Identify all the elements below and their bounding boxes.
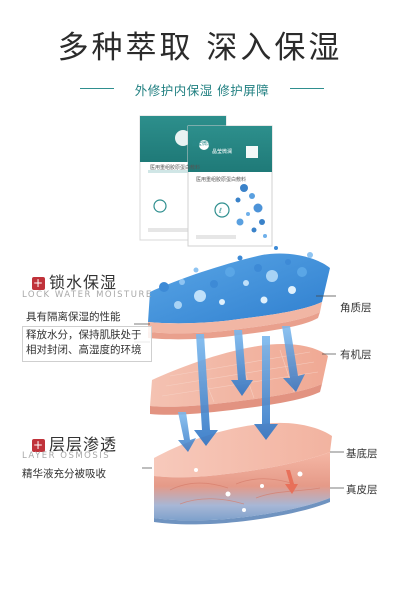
section-osmosis-title-text: 层层渗透 xyxy=(49,435,118,454)
section-lock-subtitle: LOCK WATER MOISTURE xyxy=(22,290,153,300)
note-isolation: 具有隔离保湿的性能 xyxy=(26,311,121,323)
skin-block xyxy=(154,422,332,525)
tagline: 外修护内保湿 修护屏障 xyxy=(134,83,270,98)
section-lock-title-text: 锁水保湿 xyxy=(49,273,118,292)
tagline-rule-right xyxy=(290,88,324,89)
penetration-arrows xyxy=(178,326,305,494)
red-cross-icon: + xyxy=(32,276,45,290)
section-osmosis-subtitle: LAYER OSMOSIS xyxy=(22,451,111,461)
note-moisture-line-2: 相对封闭、高湿度的环境 xyxy=(26,344,142,356)
label-organic-layer: 有机层 xyxy=(340,349,372,361)
label-basal-layer: 基底层 xyxy=(346,448,378,460)
note-moisture-line-1: 释放水分，保持肌肤处于 xyxy=(26,329,142,341)
tagline-row: 外修护内保湿 修护屏障 xyxy=(0,80,400,98)
red-cross-icon: + xyxy=(32,438,45,452)
note-box-moisture xyxy=(22,326,152,362)
label-stratum-corneum: 角质层 xyxy=(340,302,372,314)
page-headline: 多种萃取 深入保湿 xyxy=(57,30,343,66)
note-absorption: 精华液充分被吸收 xyxy=(22,468,106,480)
label-dermis: 真皮层 xyxy=(346,484,378,496)
stratum-corneum-layer xyxy=(148,253,330,340)
water-bubbles xyxy=(159,246,313,309)
section-osmosis-title: + 层层渗透 xyxy=(32,431,117,455)
section-lock-title: + 锁水保湿 xyxy=(32,269,117,293)
tagline-rule-left xyxy=(80,88,114,89)
